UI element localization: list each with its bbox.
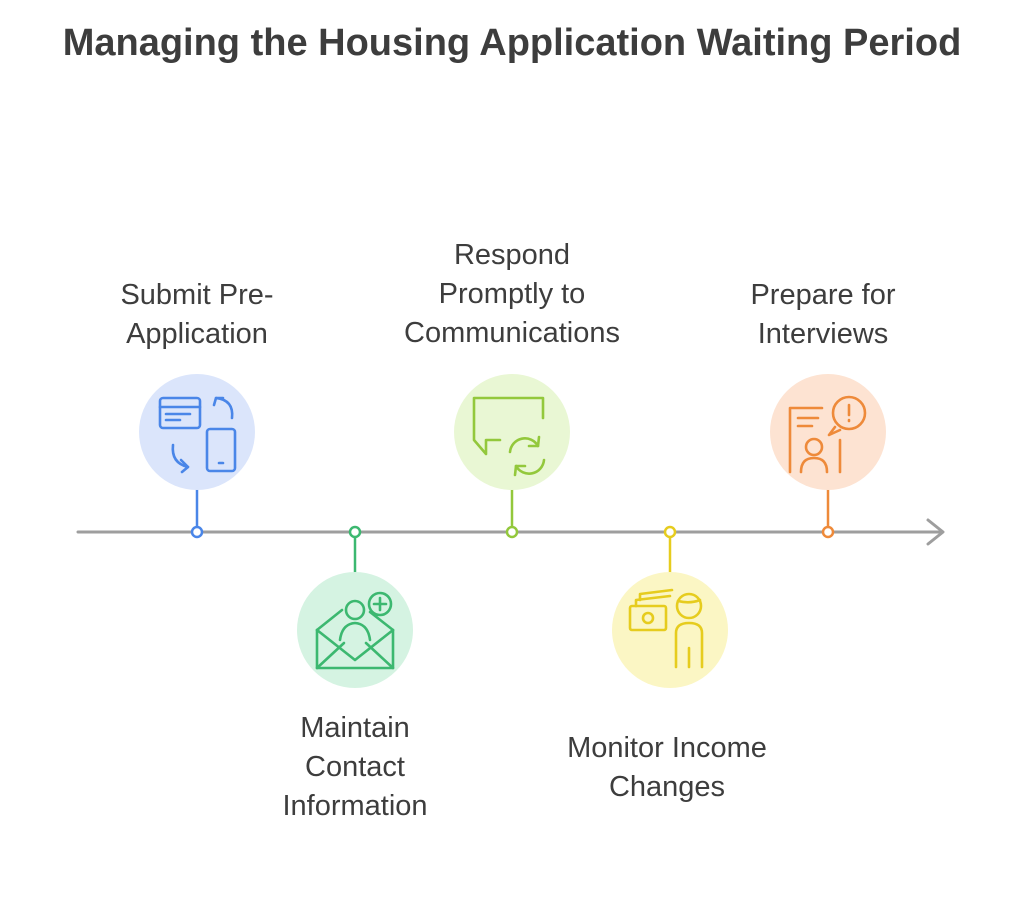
step-label-line: Prepare for (750, 279, 896, 311)
step-marker (190, 525, 204, 539)
step-label-line: Respond (453, 239, 571, 271)
step-monitor-income-changes (612, 525, 728, 688)
envelope-add-contact-icon (315, 591, 395, 670)
step-marker (505, 525, 519, 539)
page-title: Managing the Housing Application Waiting… (62, 22, 962, 64)
step-label-line: Interviews (757, 318, 889, 350)
step-label-monitor-income-changes: Monitor Income Changes (537, 729, 797, 807)
step-marker (663, 525, 677, 539)
step-label-line: Promptly to (438, 278, 586, 310)
step-icon-circle (297, 572, 413, 688)
chat-refresh-icon (472, 396, 546, 477)
step-prepare-for-interviews (770, 374, 886, 539)
interview-alert-icon (788, 395, 867, 474)
step-label-line: Communications (404, 317, 620, 349)
step-submit-pre-application (139, 374, 255, 539)
step-label-line: Application (126, 318, 268, 350)
step-icon-circle (770, 374, 886, 490)
step-marker (821, 525, 835, 539)
form-phone-sync-icon (158, 396, 237, 474)
money-person-icon (628, 588, 704, 669)
step-label-respond-promptly: Respond Promptly to Communications (382, 236, 642, 353)
step-label-line: Submit Pre- (120, 279, 274, 311)
step-label-line: Maintain (300, 712, 410, 744)
step-label-prepare-for-interviews: Prepare for Interviews (693, 276, 953, 354)
step-label-line: Contact (305, 751, 405, 783)
step-marker (348, 525, 362, 539)
step-icon-circle (454, 374, 570, 490)
step-icon-circle (139, 374, 255, 490)
step-label-line: Changes (608, 771, 726, 803)
step-respond-promptly (454, 374, 570, 539)
step-label-maintain-contact-information: Maintain Contact Information (225, 709, 485, 826)
timeline-arrow-head (926, 518, 945, 546)
step-label-line: Information (282, 790, 428, 822)
step-label-submit-pre-application: Submit Pre- Application (67, 276, 327, 354)
step-label-line: Monitor Income (567, 732, 767, 764)
step-maintain-contact-information (297, 525, 413, 688)
